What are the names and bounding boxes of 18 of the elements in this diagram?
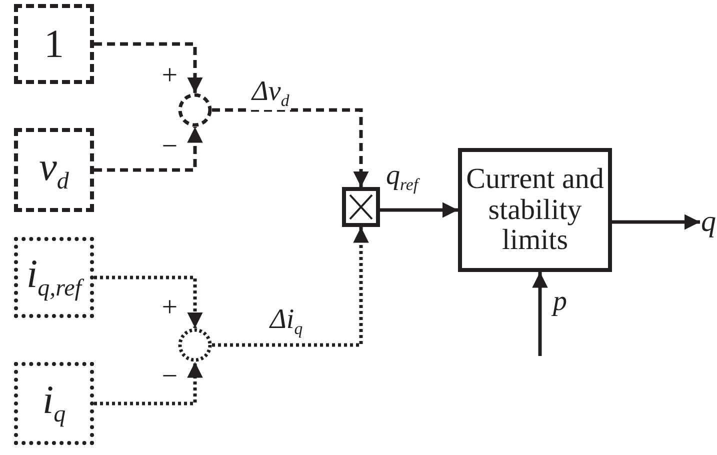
summing-junction xyxy=(178,93,212,127)
block-box: v$_{d}$ xyxy=(14,128,94,212)
block-box: 1 xyxy=(14,4,94,84)
arrow xyxy=(94,127,203,172)
arrow xyxy=(94,42,203,93)
block-box: i$_{q,ref}$ xyxy=(14,237,94,318)
arrow xyxy=(380,202,458,218)
arrow xyxy=(94,276,203,328)
block-box: Current and stability limits xyxy=(458,148,612,272)
arrow xyxy=(212,108,369,187)
arrow xyxy=(532,272,548,356)
summing-junction xyxy=(178,328,212,362)
arrow xyxy=(212,227,369,347)
arrow xyxy=(94,362,203,406)
output-signal-text: q xyxy=(700,202,717,242)
block-box: i$_{q}$ xyxy=(14,362,94,445)
multiplier-block xyxy=(342,187,380,227)
arrow xyxy=(612,214,700,230)
